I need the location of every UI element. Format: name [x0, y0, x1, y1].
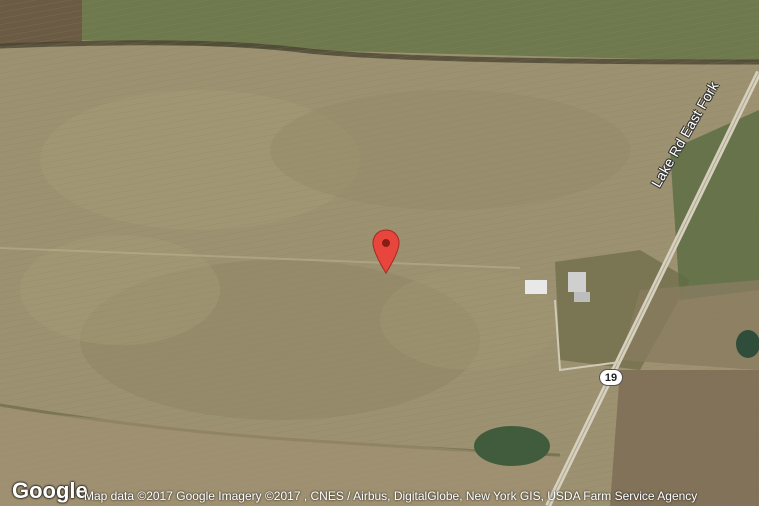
route-shield: 19 — [599, 369, 623, 386]
google-logo[interactable]: Google — [12, 478, 88, 503]
map-pin-icon[interactable] — [371, 229, 401, 275]
farm-building — [568, 272, 586, 292]
map-attribution: Map data ©2017 Google Imagery ©2017 , CN… — [84, 489, 698, 503]
pond — [474, 426, 550, 466]
residential-area — [670, 110, 759, 300]
field-south — [0, 410, 560, 506]
pond-small — [736, 330, 759, 358]
farm-building — [525, 280, 547, 294]
farm-building — [574, 292, 590, 302]
